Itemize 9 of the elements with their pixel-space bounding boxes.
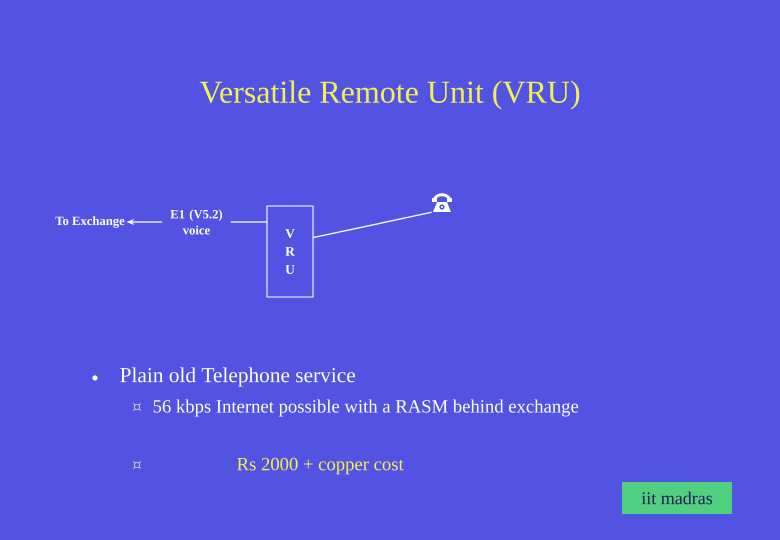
- footer-box: iit madras: [622, 482, 732, 514]
- slide-title: Versatile Remote Unit (VRU): [200, 80, 580, 110]
- bullet-point-text: Plain old Telephone service: [120, 367, 355, 387]
- telephone-icon: [432, 193, 452, 212]
- unit-box: V R U: [266, 205, 314, 298]
- endpoint-label: To Exchange: [55, 216, 124, 228]
- bullet-point-text: 56 kbps Internet possible with a RASM behind exchange: [154, 400, 578, 416]
- edge-label: E1 (V5.2) voice: [162, 208, 231, 236]
- bullet-point-text: Rs 2000 + copper cost: [237, 458, 404, 474]
